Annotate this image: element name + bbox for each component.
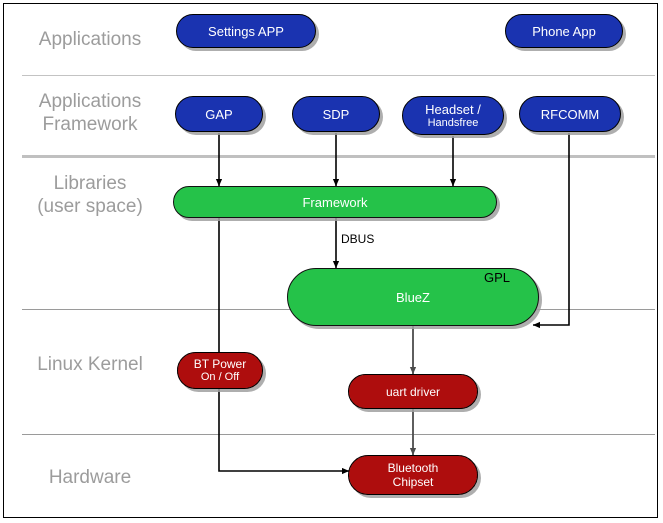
node-headset-handsfree[interactable]: Headset / Handsfree bbox=[402, 96, 504, 135]
layer-label-applications-framework: Applications Framework bbox=[38, 91, 142, 135]
node-gap-label: GAP bbox=[205, 106, 233, 122]
divider-applications bbox=[22, 75, 655, 76]
node-framework[interactable]: Framework bbox=[173, 186, 497, 218]
node-headset-handsfree-label-line1: Headset / bbox=[425, 101, 481, 117]
layer-label-linux-kernel: Linux Kernel bbox=[37, 354, 143, 375]
dbus-label: DBUS bbox=[341, 232, 375, 246]
node-bt-power[interactable]: BT Power On / Off bbox=[177, 352, 263, 389]
node-phone-app-label: Phone App bbox=[532, 23, 596, 39]
node-settings-app[interactable]: Settings APP bbox=[176, 14, 316, 48]
layer-label-hardware: Hardware bbox=[48, 467, 132, 488]
node-bluetooth-chipset-label-line2: Chipset bbox=[392, 475, 434, 489]
node-bluetooth-chipset-label-line1: Bluetooth bbox=[387, 461, 439, 475]
layer-label-libraries: Libraries (user space) bbox=[37, 173, 143, 217]
node-bt-power-label-line2: On / Off bbox=[200, 371, 240, 383]
gpl-badge: GPL bbox=[484, 270, 511, 285]
node-settings-app-label: Settings APP bbox=[208, 23, 284, 39]
node-rfcomm-label: RFCOMM bbox=[540, 106, 600, 122]
diagram-border bbox=[3, 3, 658, 518]
layer-label-applications: Applications bbox=[38, 29, 142, 50]
node-uart-driver-label: uart driver bbox=[385, 384, 441, 399]
divider-linux-kernel bbox=[22, 434, 655, 435]
node-bt-power-label-line1: BT Power bbox=[193, 357, 247, 371]
node-sdp[interactable]: SDP bbox=[292, 96, 380, 132]
node-framework-label: Framework bbox=[302, 194, 368, 210]
node-sdp-label: SDP bbox=[322, 106, 350, 122]
node-bluetooth-chipset[interactable]: Bluetooth Chipset bbox=[348, 455, 478, 495]
node-rfcomm[interactable]: RFCOMM bbox=[519, 96, 621, 132]
node-gap[interactable]: GAP bbox=[175, 96, 263, 132]
node-phone-app[interactable]: Phone App bbox=[505, 14, 623, 48]
node-bluez-label: BlueZ bbox=[396, 289, 430, 305]
node-headset-handsfree-label-line2: Handsfree bbox=[427, 116, 479, 129]
divider-applications-framework bbox=[22, 155, 655, 158]
node-uart-driver[interactable]: uart driver bbox=[348, 374, 478, 409]
